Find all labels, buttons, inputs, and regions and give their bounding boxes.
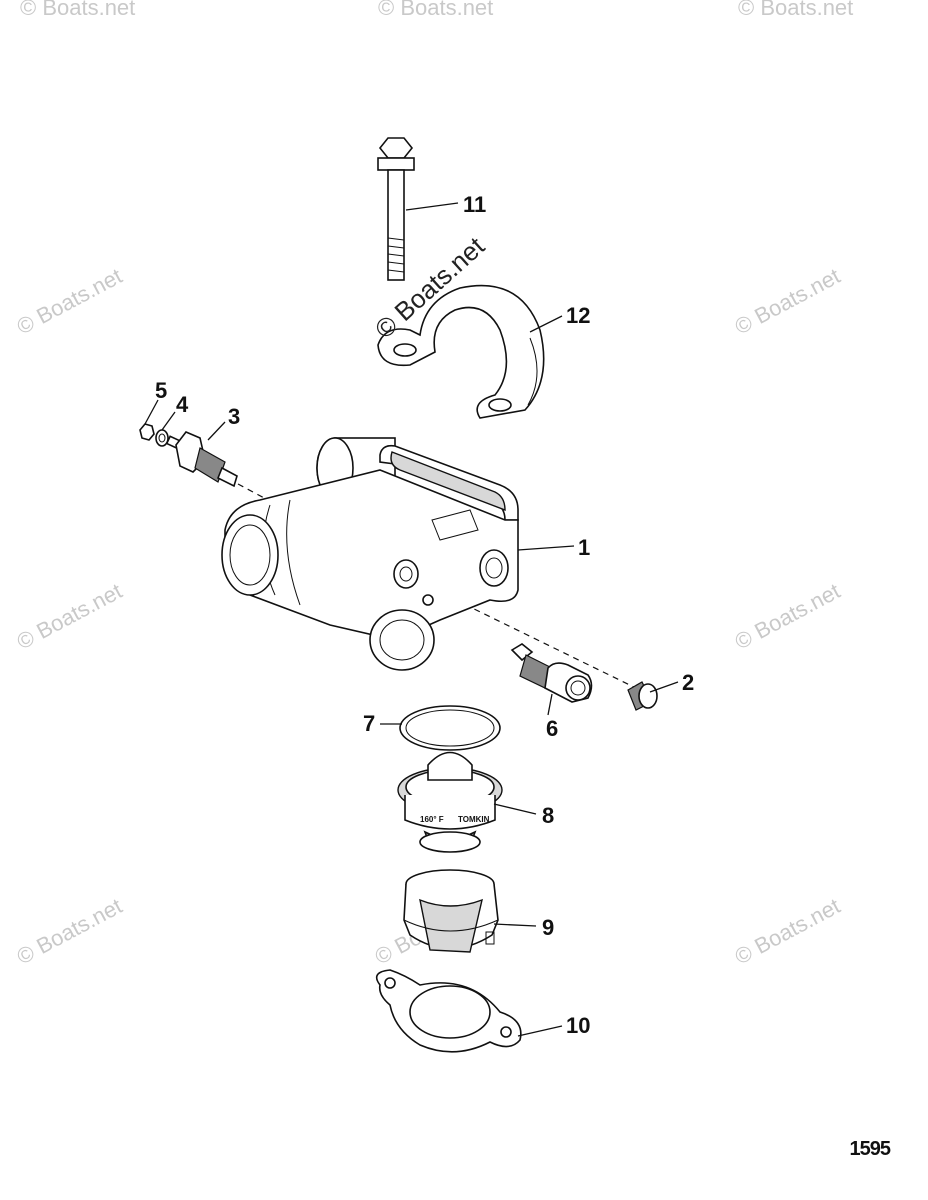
callout-4: 4: [176, 392, 189, 417]
callout-6: 6: [546, 716, 558, 741]
alignment-line: [424, 584, 641, 691]
callout-9: 9: [542, 915, 554, 940]
watermark: © Boats.net: [20, 0, 135, 20]
callout-12: 12: [566, 303, 590, 328]
leader-lines: [144, 202, 679, 1037]
watermark: © Boats.net: [738, 0, 853, 20]
watermark: © Boats.net: [731, 578, 845, 654]
watermark: © Boats.net: [731, 263, 845, 339]
callout-3: 3: [228, 404, 240, 429]
callout-5: 5: [155, 378, 167, 403]
part-2-plug: [627, 681, 658, 711]
callout-1: 1: [578, 535, 590, 560]
callout-11: 11: [463, 192, 486, 217]
callout-8: 8: [542, 803, 554, 828]
part-11-bolt: [377, 137, 415, 281]
part-8-thermostat: 160° F TOMKIN: [397, 751, 503, 853]
callout-10: 10: [566, 1013, 590, 1038]
part-9-sleeve: [403, 869, 499, 953]
figure-number: 1595: [849, 1138, 891, 1160]
watermark: © Boats.net: [731, 893, 845, 969]
part-10-gasket: [375, 969, 522, 1053]
part-6-temp-sender: [510, 643, 593, 703]
part-1-thermostat-housing: [221, 437, 519, 671]
callout-labels: 11 12 1 2 3 4 5 6 7 8 9 10: [155, 192, 694, 1038]
part-7-o-ring: [399, 705, 501, 751]
watermark: © Boats.net: [13, 893, 127, 969]
callout-2: 2: [682, 670, 694, 695]
callout-7: 7: [363, 711, 375, 736]
thermostat-temp-marking: 160° F: [420, 815, 444, 824]
watermark: © Boats.net: [13, 578, 127, 654]
watermark: © Boats.net: [378, 0, 493, 20]
part-5-nut: [139, 423, 155, 441]
part-12-clamp: [377, 284, 545, 419]
thermostat-brand-marking: TOMKIN: [458, 815, 490, 824]
part-3-sensor: [165, 431, 238, 488]
watermark: © Boats.net: [13, 263, 127, 339]
